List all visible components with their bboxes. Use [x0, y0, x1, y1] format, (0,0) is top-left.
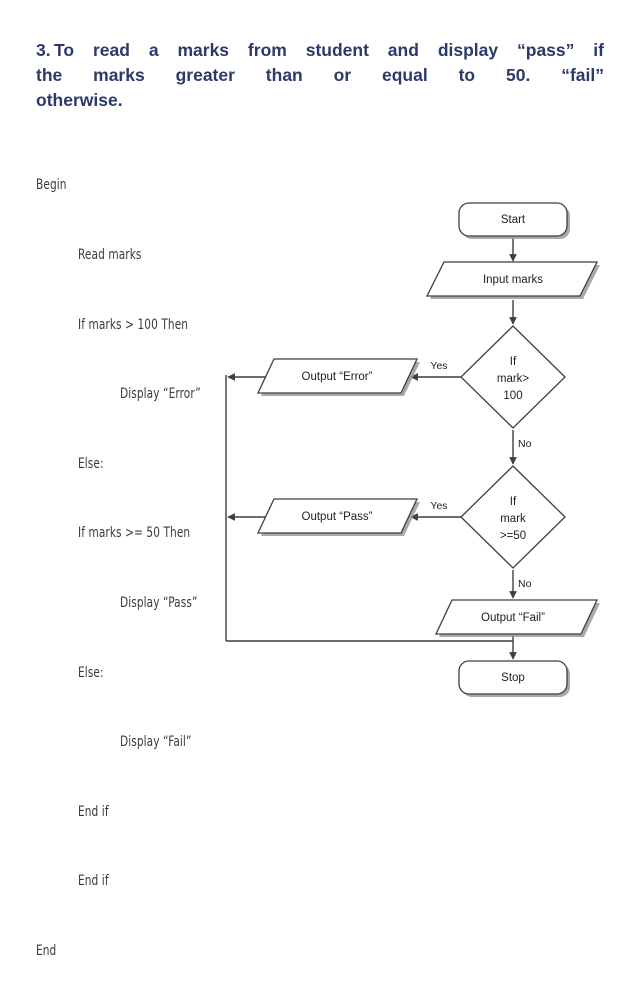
page-title: 3.To read a marks from student and displ… — [36, 38, 604, 113]
page-title-line-2: the marks greater than or equal to 50. “… — [36, 65, 604, 85]
start-terminator-shape — [458, 202, 568, 237]
decision1-label-line2: mark> — [497, 373, 530, 385]
pseudocode-line: End if — [78, 803, 109, 820]
page-title-line-1: 3.To read a marks from student and displ… — [36, 38, 604, 63]
flowchart-diagram: Start Input marks If mark> 100 Yes No If… — [225, 202, 600, 697]
node-stop: Stop — [458, 660, 570, 697]
pseudocode-line: If marks > 100 Then — [78, 316, 189, 333]
node-decision-mark-gte-50: If mark >=50 — [460, 465, 566, 569]
pseudocode-line: Else: — [78, 455, 104, 472]
pseudocode-line: Else: — [78, 664, 104, 681]
input-marks-label: Input marks — [483, 274, 543, 286]
pseudocode-line: Read marks — [78, 247, 142, 263]
decision1-label-line1: If — [510, 356, 517, 368]
edge-label-decision2-yes: Yes — [430, 500, 447, 512]
edge-label-decision1-yes: Yes — [430, 360, 447, 372]
edge-label-decision1-no: No — [518, 438, 532, 450]
decision2-label-line2: mark — [500, 513, 526, 525]
node-output-fail: Output “Fail” — [434, 599, 600, 637]
output-error-parallelogram-shape — [256, 358, 419, 394]
node-input-marks: Input marks — [425, 261, 600, 299]
start-label: Start — [501, 214, 526, 226]
decision1-label-line3: 100 — [503, 390, 522, 402]
pseudocode-line: End if — [78, 873, 109, 890]
decision1-diamond-shape — [460, 325, 566, 429]
decision2-label-line3: >=50 — [500, 530, 526, 542]
pseudocode-line: End — [36, 942, 57, 959]
page-title-line-3: otherwise. — [36, 90, 123, 110]
decision2-label-line1: If — [510, 496, 517, 508]
pseudocode-block: Begin Read marks If marks > 100 Then Dis… — [36, 128, 229, 986]
flowchart-connectors — [225, 238, 517, 660]
output-error-label: Output “Error” — [302, 371, 373, 383]
question-number: 3. — [36, 40, 51, 60]
stop-terminator-shape — [458, 660, 568, 695]
node-output-error: Output “Error” — [256, 358, 420, 396]
stop-label: Stop — [501, 672, 525, 684]
edge-label-decision2-no: No — [518, 578, 532, 590]
output-fail-parallelogram-shape — [434, 599, 599, 635]
decision2-diamond-shape — [460, 465, 566, 569]
pseudocode-line: Display “Pass” — [120, 594, 198, 611]
node-decision-mark-gt-100: If mark> 100 — [460, 325, 566, 429]
page-title-line-1-text: To read a marks from student and display… — [54, 40, 604, 60]
node-start: Start — [458, 202, 570, 239]
pseudocode-line: Begin — [36, 177, 67, 194]
pseudocode-line: Display “Error” — [120, 386, 201, 403]
node-output-pass: Output “Pass” — [256, 498, 420, 536]
pseudocode-line: Display “Fail” — [120, 734, 192, 751]
input-marks-parallelogram-shape — [425, 261, 599, 297]
output-fail-label: Output “Fail” — [481, 612, 545, 624]
output-pass-parallelogram-shape — [256, 498, 419, 534]
pseudocode-line: If marks >= 50 Then — [78, 525, 191, 542]
output-pass-label: Output “Pass” — [302, 511, 373, 523]
